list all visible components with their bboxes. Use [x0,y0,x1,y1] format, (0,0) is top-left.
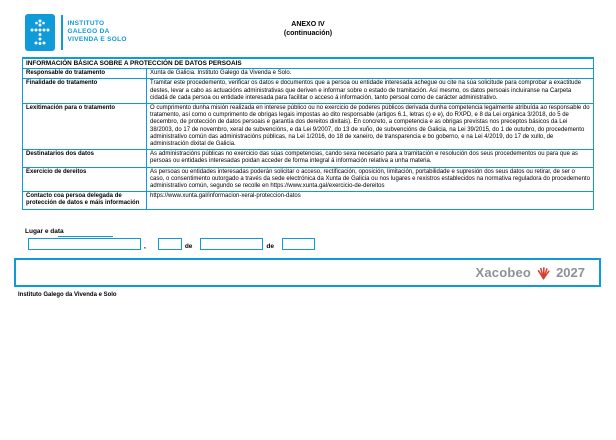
table-row: Finalidade do tratamento Tramitar este p… [22,78,594,105]
place-field[interactable] [28,238,141,250]
logo-divider [61,15,63,50]
de-label-1: de [184,243,193,250]
day-field[interactable] [157,238,182,250]
year-field[interactable] [282,238,315,250]
row-value-finalidade: Tramitar este procedemento, verificar os… [146,78,594,105]
table-title: INFORMACIÓN BÁSICA SOBRE A PROTECCIÓN DE… [22,57,594,70]
place-date-fields: , de de [28,238,315,250]
data-protection-table: INFORMACIÓN BÁSICA SOBRE A PROTECCIÓN DE… [22,57,594,210]
month-field[interactable] [200,238,264,250]
row-label-exercicio: Exercicio de dereitos [22,166,147,193]
row-value-contacto-dpd: https://www.xunta.gal/informacion-xeral-… [146,191,594,210]
xacobeo-year: 2027 [556,265,585,280]
xacobeo-banner: Xacobeo 2027 [14,258,601,287]
table-row: Destinatarios dos datos As administració… [22,149,594,168]
igvs-emblem-icon [25,14,55,51]
row-value-responsable: Xunta de Galicia. Instituto Galego da Vi… [146,68,594,80]
annex-title: ANEXO IV [291,21,325,28]
annex-heading: ANEXO IV (continuación) [0,21,616,38]
row-label-destinatarios: Destinatarios dos datos [22,149,147,168]
table-row: Contacto coa persoa delegada de protecci… [22,191,594,210]
scallop-shell-icon [536,266,551,280]
place-date-underline [58,236,113,237]
de-label-2: de [266,243,274,250]
place-date-label: Lugar e data [25,228,64,235]
row-label-contacto-dpd: Contacto coa persoa delegada de protecci… [22,191,147,210]
row-value-lexitimacion: O cumprimento dunha misión realizada en … [146,103,594,151]
footer-org-name: Instituto Galego da Vivenda e Solo [18,292,117,298]
table-title-row: INFORMACIÓN BÁSICA SOBRE A PROTECCIÓN DE… [22,57,594,70]
row-label-finalidade: Finalidade do tratamento [22,78,147,105]
table-row: Responsable do tratamento Xunta de Galic… [22,68,594,80]
comma-separator: , [144,243,146,250]
igvs-logo: INSTITUTO GALEGO DA VIVENDA E SOLO [25,14,127,51]
row-value-destinatarios: As administracións públicas no exercicio… [146,149,594,168]
xacobeo-wordmark: Xacobeo [475,265,532,280]
row-label-responsable: Responsable do tratamento [22,68,147,80]
table-row: Lexitimación para o tratamento O cumprim… [22,103,594,151]
row-label-lexitimacion: Lexitimación para o tratamento [22,103,147,151]
table-row: Exercicio de dereitos As persoas ou enti… [22,166,594,193]
annex-subtitle: (continuación) [283,29,333,37]
row-value-exercicio: As persoas ou entidades interesadas pode… [146,166,594,193]
logo-org-name: INSTITUTO GALEGO DA VIVENDA E SOLO [67,20,127,43]
